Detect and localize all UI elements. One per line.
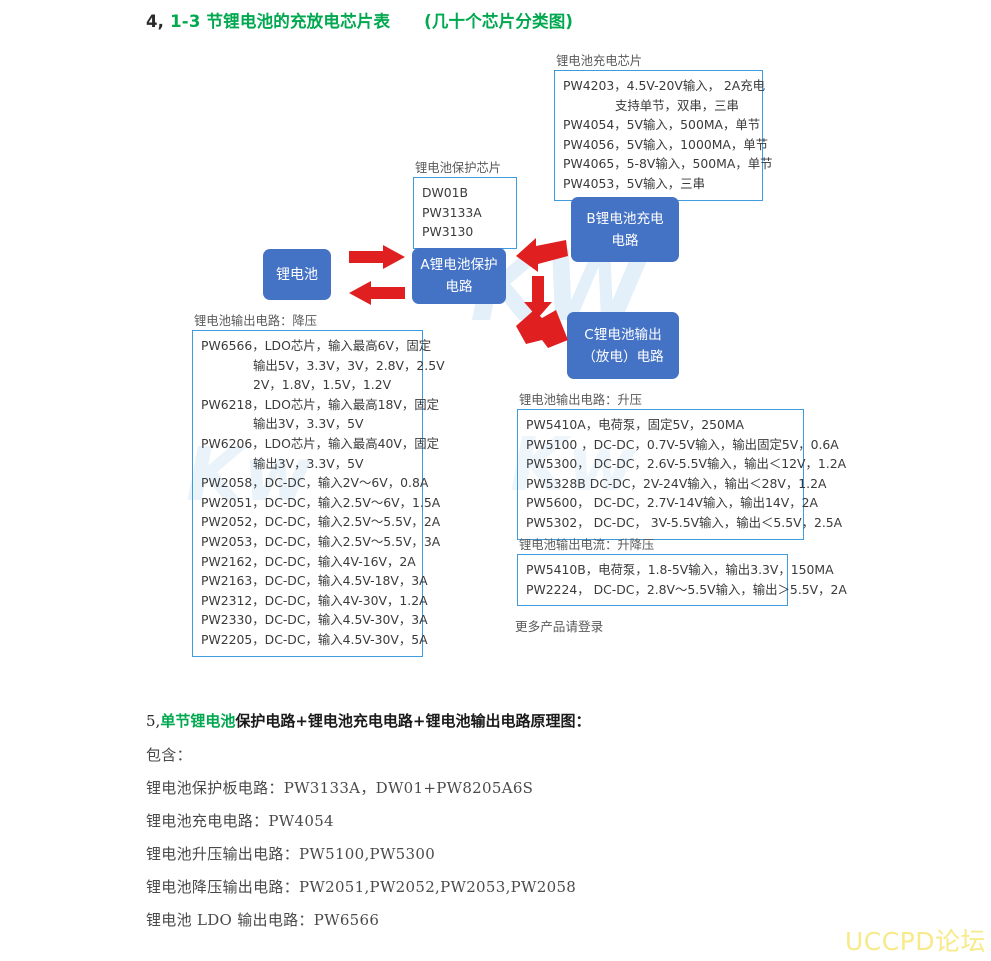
section-5-black: 保护电路+锂电池充电电路+锂电池输出电路原理图：: [235, 712, 591, 730]
more-products-text: 更多产品请登录: [515, 619, 604, 634]
chip-row: PW2312，DC-DC，输入4V-30V，1.2A: [201, 592, 428, 608]
chip-row: PW4203，4.5V-20V输入， 2A充电: [563, 78, 766, 93]
chip-row: PW6206，LDO芯片，输入最高40V，固定: [201, 435, 439, 451]
chip-row: PW3130: [422, 224, 474, 240]
uccpd-watermark: UCCPD论坛: [845, 927, 987, 956]
block-output-circuit: C锂电池输出 （放电）电路: [567, 312, 679, 379]
charging-chips-label: 锂电池充电芯片: [556, 54, 643, 68]
block-protection-line1: A锂电池保护: [420, 257, 498, 273]
chip-row: PW3133A: [422, 204, 482, 220]
chip-row: PW6566，LDO芯片，输入最高6V，固定: [201, 338, 432, 353]
chip-row: 2V，1.8V，1.5V，1.2V: [253, 377, 392, 393]
boost-output-box: PW5410A，电荷泵，固定5V，250MA PW5100 ，DC-DC，0.7V…: [517, 409, 847, 540]
bottom-line-5: 锂电池 LDO 输出电路：PW6566: [146, 911, 380, 929]
chip-row: PW4065，5-8V输入，500MA，单节: [563, 156, 773, 172]
block-protection-line2: 电路: [445, 279, 473, 295]
buckboost-output-box: PW5410B，电荷泵，1.8-5V输入，输出3.3V，150MA PW2224，…: [517, 554, 847, 607]
chip-row: 支持单节，双串，三串: [615, 97, 739, 113]
chip-row: DW01B: [422, 185, 469, 200]
buck-output-box: PW6566，LDO芯片，输入最高6V，固定输出5V，3.3V，3V，2.8V，…: [192, 330, 445, 657]
chip-row: PW2051，DC-DC，输入2.5V～6V，1.5A: [201, 494, 441, 510]
buck-output-label: 锂电池输出电路：降压: [194, 314, 317, 328]
block-output-line1: C锂电池输出: [584, 326, 662, 343]
arrow-right-battery-to-protection: [349, 245, 405, 269]
chip-row: PW2058，DC-DC，输入2V～6V，0.8A: [201, 475, 429, 491]
boost-output-label: 锂电池输出电路：升压: [519, 393, 642, 407]
bottom-line-2: 锂电池充电电路：PW4054: [146, 812, 334, 830]
chip-row: PW6218，LDO芯片，输入最高18V，固定: [201, 396, 439, 412]
block-protection-circuit: A锂电池保护 电路: [412, 248, 506, 304]
section-5-heading: 5,单节锂电池保护电路+锂电池充电电路+锂电池输出电路原理图：: [146, 710, 590, 731]
protection-chips-group: 锂电池保护芯片 DW01B PW3133A PW3130: [413, 160, 523, 249]
section-4-heading: 4, 1-3 节锂电池的充放电芯片表 (几十个芯片分类图): [146, 8, 573, 32]
buck-output-group: 锂电池输出电路：降压 PW6566，LDO芯片，输入最高6V，固定输出5V，3.…: [192, 313, 445, 657]
chip-row: PW5302， DC-DC， 3V-5.5V输入，输出＜5.5V，2.5A: [526, 514, 843, 530]
protection-chips-label: 锂电池保护芯片: [415, 161, 502, 175]
chip-row: PW5100 ，DC-DC，0.7V-5V输入，输出固定5V，0.6A: [526, 436, 839, 452]
block-battery-label: 锂电池: [276, 266, 318, 283]
arrow-charge-to-protection: [516, 238, 568, 274]
chip-row: PW5328B DC-DC，2V-24V输入，输出＜28V，1.2A: [526, 475, 827, 491]
chip-row: PW5410A，电荷泵，固定5V，250MA: [526, 417, 745, 432]
section-5-green: 单节锂电池: [160, 712, 236, 730]
chip-row: 输出3V，3.3V，5V: [253, 416, 364, 432]
chip-row: 输出5V，3.3V，3V，2.8V，2.5V: [253, 357, 445, 373]
chip-row: PW2052，DC-DC，输入2.5V～5.5V，2A: [201, 514, 441, 530]
section-5-number: 5,: [146, 712, 161, 730]
arrow-down-protection-to-output: [524, 276, 552, 318]
arrow-protection-to-output: [516, 310, 568, 348]
bottom-line-0: 包含：: [146, 746, 192, 764]
buckboost-output-group: 锂电池输出电流：升降压 PW5410B，电荷泵，1.8-5V输入，输出3.3V，…: [517, 537, 847, 607]
block-charge-circuit: B锂电池充电 电路: [571, 197, 679, 262]
charging-chips-box: PW4203，4.5V-20V输入， 2A充电支持单节，双串，三串 PW4054，…: [554, 70, 773, 201]
chip-row: PW2224， DC-DC，2.8V～5.5V输入，输出＞5.5V，2A: [526, 581, 847, 597]
section-4-number: 4,: [146, 12, 165, 31]
arrow-left-protection-to-battery: [349, 281, 405, 305]
chip-row: PW4056，5V输入，1000MA，单节: [563, 136, 769, 152]
chip-row: PW2162，DC-DC，输入4V-16V，2A: [201, 553, 416, 569]
bottom-line-1: 锂电池保护板电路：PW3133A，DW01+PW8205A6S: [146, 779, 534, 797]
charging-chips-group: 锂电池充电芯片 PW4203，4.5V-20V输入， 2A充电支持单节，双串，三…: [554, 53, 773, 201]
chip-row: PW2330，DC-DC，输入4.5V-30V，3A: [201, 612, 428, 628]
chip-row: PW2205，DC-DC，输入4.5V-30V，5A: [201, 631, 428, 647]
protection-chips-box: DW01B PW3133A PW3130: [413, 177, 517, 249]
chip-row: PW4054，5V输入，500MA，单节: [563, 117, 761, 133]
boost-output-group: 锂电池输出电路：升压 PW5410A，电荷泵，固定5V，250MA PW5100 …: [517, 392, 847, 540]
chip-row: 输出3V，3.3V，5V: [253, 455, 364, 471]
chip-row: PW4053，5V输入，三串: [563, 175, 705, 191]
bottom-line-3: 锂电池升压输出电路：PW5100,PW5300: [146, 845, 436, 863]
block-output-line2: （放电）电路: [582, 348, 664, 365]
block-charge-line1: B锂电池充电: [586, 210, 664, 227]
section-4-subtitle: (几十个芯片分类图): [424, 12, 574, 31]
chip-row: PW5410B，电荷泵，1.8-5V输入，输出3.3V，150MA: [526, 562, 834, 577]
chip-row: PW2053，DC-DC，输入2.5V～5.5V，3A: [201, 533, 441, 549]
buckboost-output-label: 锂电池输出电流：升降压: [519, 538, 655, 552]
chip-row: PW2163，DC-DC，输入4.5V-18V，3A: [201, 573, 428, 589]
chip-row: PW5300， DC-DC，2.6V-5.5V输入，输出＜12V，1.2A: [526, 456, 847, 472]
block-charge-line2: 电路: [611, 232, 639, 249]
bottom-line-4: 锂电池降压输出电路：PW2051,PW2052,PW2053,PW2058: [146, 878, 577, 896]
section-4-title: 1-3 节锂电池的充放电芯片表: [170, 12, 391, 31]
block-battery: 锂电池: [263, 249, 331, 300]
chip-row: PW5600， DC-DC，2.7V-14V输入，输出14V，2A: [526, 495, 818, 511]
